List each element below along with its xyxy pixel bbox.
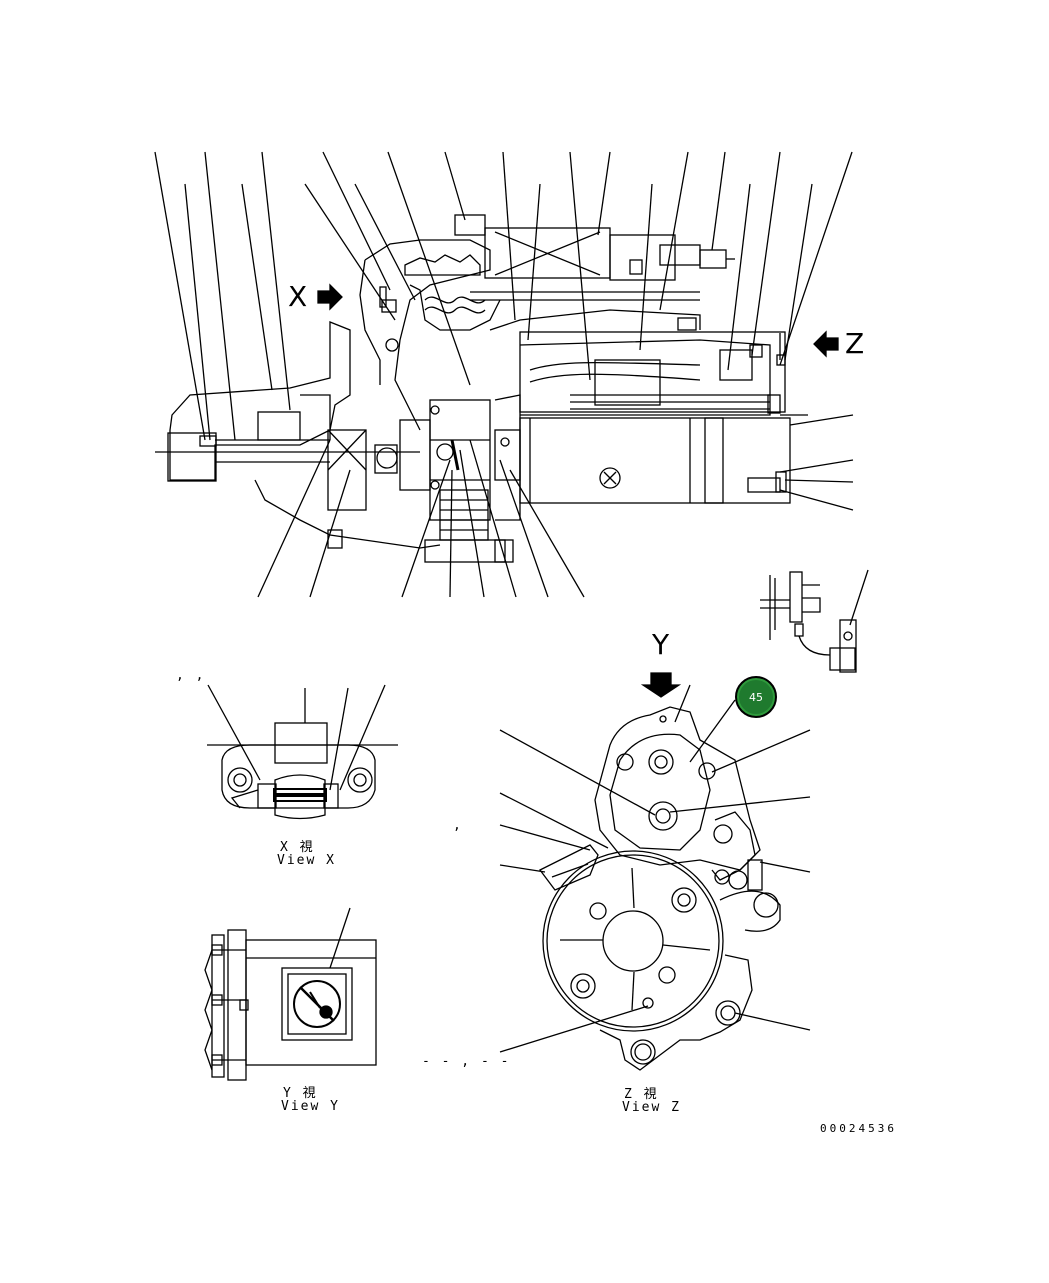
arrow-z (813, 330, 839, 358)
top-leader-lines (154, 151, 854, 598)
view-y-drawing (204, 907, 377, 1081)
stray-mark-a: , , (176, 668, 206, 683)
arrow-x (317, 283, 343, 311)
callout-badge[interactable]: 45 (735, 676, 777, 718)
view-y-caption-en: View Y (281, 1099, 340, 1114)
drawing-number: 00024536 (820, 1122, 897, 1135)
view-y-caption-jp: Y 視 (283, 1086, 318, 1101)
view-z-caption-en: View Z (622, 1100, 681, 1115)
view-z-drawing (499, 672, 811, 1071)
view-x-drawing (207, 684, 398, 820)
view-x-caption-jp: X 視 (280, 840, 315, 855)
detail-terminal (760, 569, 869, 673)
stray-mark-c: - - , - - (422, 1054, 511, 1069)
starter-assembly (155, 214, 808, 563)
arrow-x-label: X (288, 280, 308, 313)
arrow-z-label: Z (845, 327, 865, 360)
arrow-y-label: Y (652, 628, 670, 661)
view-x-caption-en: View X (277, 853, 336, 868)
view-z-caption-jp: Z 視 (624, 1087, 659, 1102)
stray-mark-b: , (453, 818, 463, 833)
